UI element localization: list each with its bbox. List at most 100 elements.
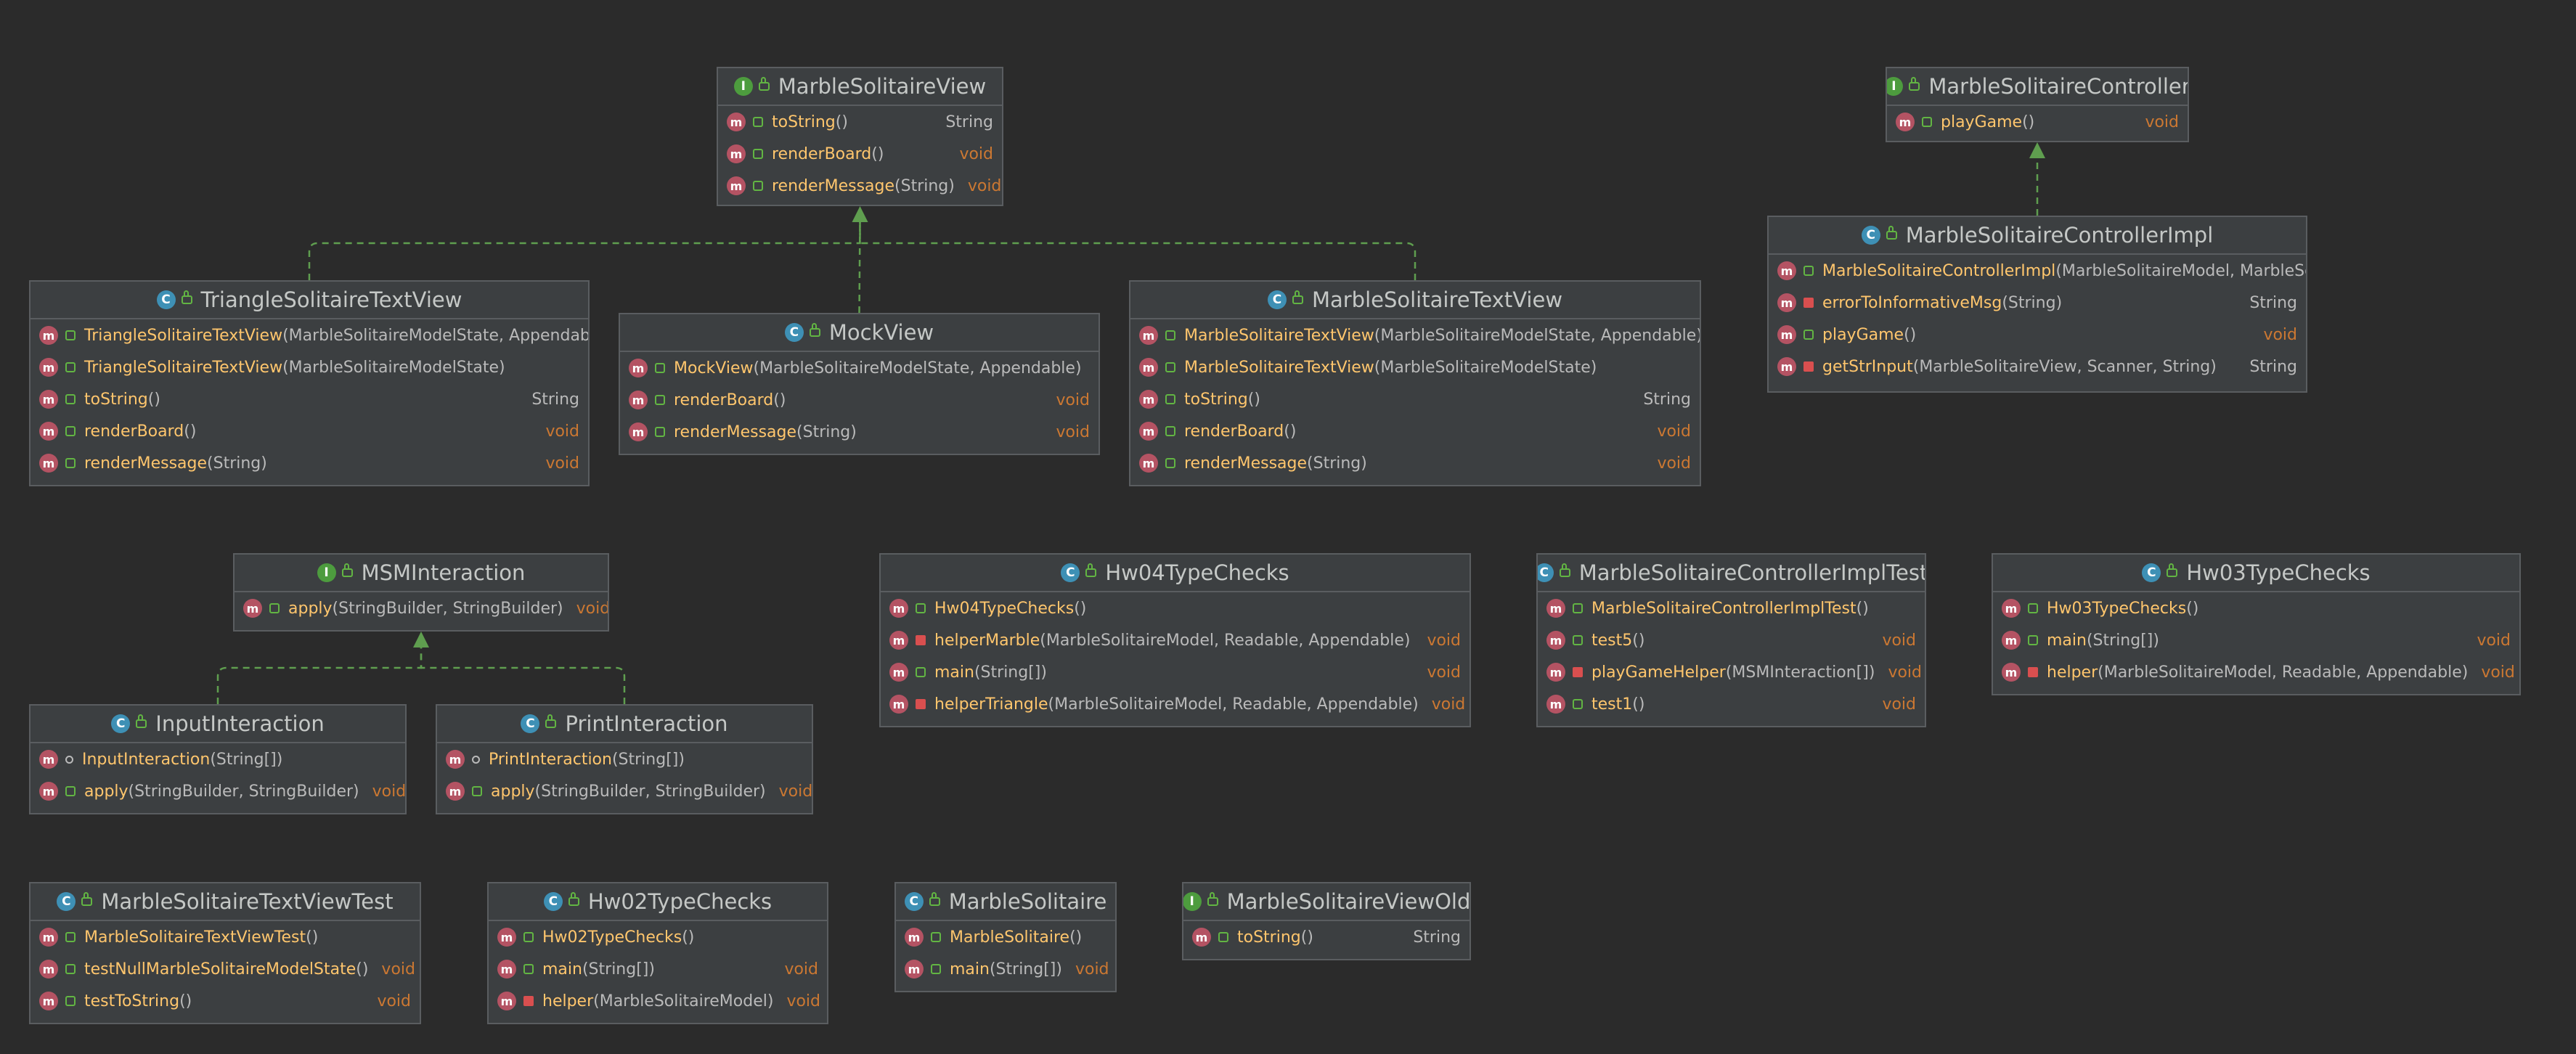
- method-name: renderBoard: [772, 144, 872, 163]
- method-params: (): [1300, 928, 1313, 947]
- return-type: void: [545, 454, 579, 473]
- return-type: void: [1056, 422, 1090, 441]
- public-visibility-icon: [1803, 330, 1814, 340]
- abstract-method-icon: m: [1192, 928, 1211, 947]
- method-name: errorToInformativeMsg: [1822, 293, 2002, 312]
- class-name: MSMInteraction: [361, 560, 526, 585]
- public-visibility-icon: [523, 932, 534, 942]
- implements-edge: [859, 219, 1417, 280]
- method-params: (String[]): [582, 960, 655, 979]
- public-visibility-icon: [65, 330, 76, 340]
- public-lock-icon: [1292, 290, 1303, 304]
- public-lock-icon: [1085, 563, 1097, 577]
- public-lock-icon: [2167, 563, 2178, 577]
- private-visibility-icon: [916, 699, 926, 709]
- method-icon: m: [446, 782, 465, 801]
- method-params: (MarbleSolitaireModelState): [1374, 358, 1597, 377]
- public-lock-icon: [568, 892, 579, 906]
- public-visibility-icon: [65, 458, 76, 468]
- method-icon: m: [39, 358, 58, 377]
- method-name: playGame: [1941, 113, 2023, 131]
- class-name: PrintInteraction: [565, 711, 728, 736]
- class-icon: C: [1538, 563, 1554, 582]
- static-method-icon: m: [497, 992, 516, 1010]
- method-name: test1: [1591, 695, 1633, 714]
- method-icon: m: [1139, 454, 1158, 473]
- method-params: (MarbleSolitaireModel, Readable, Appenda…: [1048, 695, 1419, 714]
- method-params: (MarbleSolitaireModelState, Appendab: [282, 326, 590, 345]
- method-name: MarbleSolitaireControllerImplTest: [1591, 599, 1856, 618]
- public-visibility-icon: [1218, 932, 1228, 942]
- class-name: MarbleSolitaireTextViewTest: [101, 889, 394, 914]
- method-params: (String[]): [974, 663, 1047, 682]
- return-type: void: [786, 992, 821, 1010]
- method-params: (String): [2002, 293, 2063, 312]
- method-name: main: [542, 960, 582, 979]
- return-type: void: [1427, 631, 1461, 650]
- method-icon: m: [1546, 663, 1565, 682]
